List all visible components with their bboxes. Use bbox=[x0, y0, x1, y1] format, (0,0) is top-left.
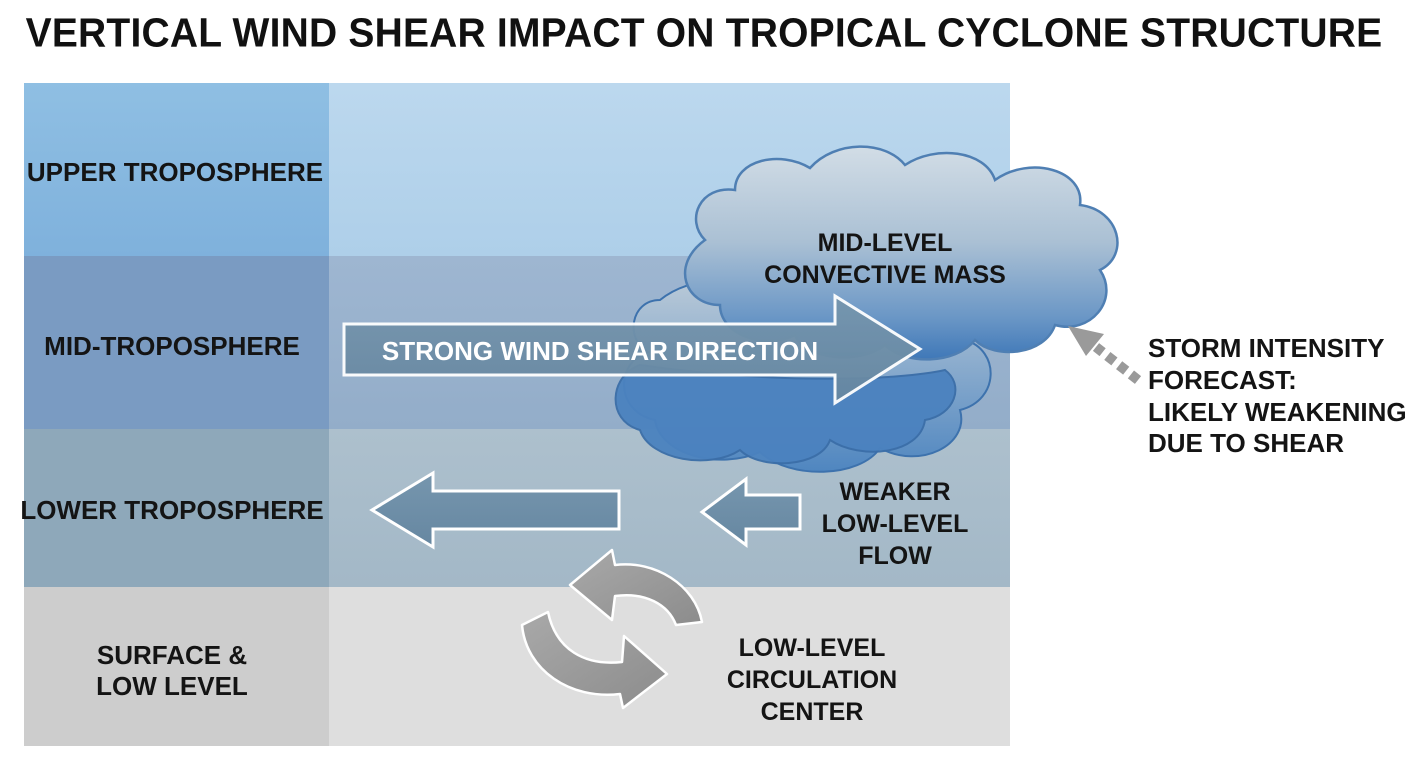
layer-label-mid-troposphere: MID-TROPOSPHERE bbox=[44, 331, 300, 361]
weak-flow-label-line-1: WEAKER bbox=[839, 478, 950, 506]
circulation-arrow-bottom bbox=[520, 610, 669, 710]
layer-label-upper-troposphere: UPPER TROPOSPHERE bbox=[27, 157, 323, 187]
circulation-arrow-top bbox=[568, 548, 704, 627]
cloud-label-line-2: CONVECTIVE MASS bbox=[764, 261, 1006, 289]
weak-flow-label-line-3: FLOW bbox=[858, 542, 932, 570]
cloud-lower-puff bbox=[614, 363, 957, 465]
circulation-label-line-2: CIRCULATION bbox=[727, 666, 897, 694]
circulation-label-line-3: CENTER bbox=[761, 698, 864, 726]
lower-flow-arrow-small bbox=[699, 476, 802, 548]
forecast-label-line-2: FORECAST: bbox=[1148, 365, 1297, 395]
forecast-label-line-4: DUE TO SHEAR bbox=[1148, 428, 1344, 458]
strong-wind-shear-label: STRONG WIND SHEAR DIRECTION bbox=[382, 336, 818, 366]
upper-troposphere-label-cell bbox=[24, 83, 329, 256]
forecast-label-line-1: STORM INTENSITY bbox=[1148, 333, 1384, 363]
circulation-arrows bbox=[520, 548, 704, 710]
cloud-label-line-1: MID-LEVEL bbox=[818, 229, 953, 257]
page-title: VERTICAL WIND SHEAR IMPACT ON TROPICAL C… bbox=[25, 10, 1383, 57]
mid-troposphere-label-cell bbox=[24, 256, 329, 429]
layer-label-surface-line-1: SURFACE & bbox=[97, 640, 247, 670]
forecast-label-line-3: LIKELY WEAKENING bbox=[1148, 397, 1407, 427]
surface-label-cell bbox=[24, 587, 329, 746]
forecast-pointer-arrow bbox=[1068, 326, 1142, 384]
layer-label-surface-line-2: LOW LEVEL bbox=[96, 671, 248, 701]
strong-wind-shear-arrow bbox=[342, 293, 923, 406]
layer-label-lower-troposphere: LOWER TROPOSPHERE bbox=[20, 495, 323, 525]
weak-flow-label-line-2: LOW-LEVEL bbox=[822, 510, 969, 538]
lower-flow-arrow-large bbox=[369, 470, 621, 550]
circulation-label-line-1: LOW-LEVEL bbox=[739, 634, 886, 662]
lower-troposphere-label-cell bbox=[24, 429, 329, 587]
